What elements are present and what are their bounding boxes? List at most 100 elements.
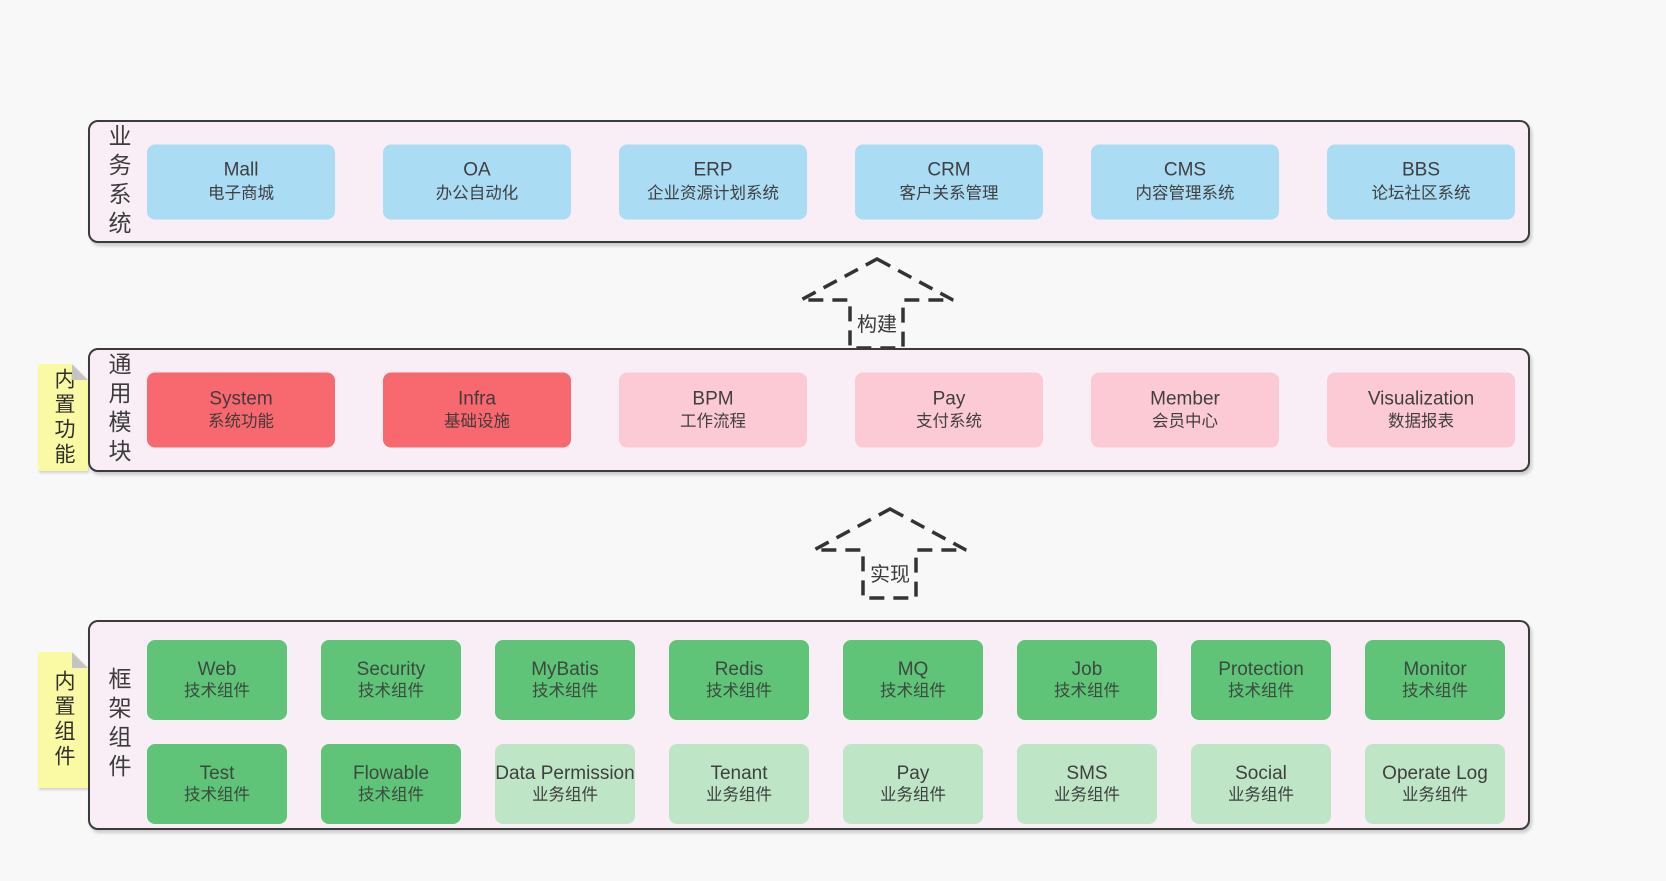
- module-name: Monitor: [1403, 658, 1467, 680]
- module-box: Security 技术组件: [321, 640, 461, 720]
- module-subtitle: 技术组件: [184, 785, 250, 804]
- sticky-note: 内置组件: [38, 652, 88, 788]
- module-name: OA: [463, 159, 491, 181]
- sticky-tab-built-in-features: 内置功能: [38, 364, 88, 471]
- module-name: BPM: [692, 388, 734, 410]
- module-name: Visualization: [1367, 388, 1475, 410]
- module-box: Flowable 技术组件: [321, 744, 461, 824]
- module-name: Mall: [223, 159, 259, 181]
- module-subtitle: 技术组件: [358, 785, 424, 804]
- arrow-label: 构建: [854, 308, 900, 337]
- module-subtitle: 技术组件: [532, 681, 598, 700]
- module-box: SMS 业务组件: [1017, 744, 1157, 824]
- framework-box-row-1: Web 技术组件 Security 技术组件 MyBatis 技术组件 Redi…: [147, 640, 1505, 720]
- folded-corner-icon: [72, 652, 88, 668]
- module-name: Redis: [714, 658, 764, 680]
- module-name: CRM: [927, 159, 971, 181]
- module-subtitle: 业务组件: [880, 785, 946, 804]
- module-subtitle: 业务组件: [1228, 785, 1294, 804]
- module-name: Flowable: [352, 762, 430, 784]
- module-name: Tenant: [710, 762, 768, 784]
- module-box: Redis 技术组件: [669, 640, 809, 720]
- module-name: CMS: [1163, 159, 1207, 181]
- sticky-tab-built-in-components: 内置组件: [38, 652, 88, 788]
- module-box: Monitor 技术组件: [1365, 640, 1505, 720]
- module-name: System: [209, 388, 273, 410]
- arrow-build: 构建: [797, 256, 957, 352]
- module-name: Job: [1071, 658, 1103, 680]
- module-box: Social 业务组件: [1191, 744, 1331, 824]
- module-box: CRM 客户关系管理: [855, 144, 1043, 219]
- module-box: Tenant 业务组件: [669, 744, 809, 824]
- module-box: Visualization 数据报表: [1327, 372, 1515, 448]
- module-subtitle: 数据报表: [1388, 412, 1454, 431]
- module-subtitle: 技术组件: [1402, 681, 1468, 700]
- module-subtitle: 技术组件: [358, 681, 424, 700]
- module-name: Protection: [1218, 658, 1304, 680]
- module-box: MQ 技术组件: [843, 640, 983, 720]
- module-subtitle: 技术组件: [706, 681, 772, 700]
- module-box: Protection 技术组件: [1191, 640, 1331, 720]
- module-box: Web 技术组件: [147, 640, 287, 720]
- module-subtitle: 电子商城: [208, 184, 274, 203]
- module-name: Data Permission: [495, 762, 635, 784]
- module-subtitle: 基础设施: [444, 412, 510, 431]
- module-name: Web: [197, 658, 237, 680]
- module-name: ERP: [693, 159, 733, 181]
- module-box: OA 办公自动化: [383, 144, 571, 219]
- module-name: Member: [1150, 388, 1220, 410]
- business-box-row: Mall 电子商城 OA 办公自动化 ERP 企业资源计划系统 CRM 客户关系…: [147, 144, 1515, 219]
- module-box: Data Permission 业务组件: [495, 744, 635, 824]
- layer-title: 业务系统: [105, 123, 131, 240]
- tab-label: 内置组件: [52, 670, 75, 770]
- sticky-note: 内置功能: [38, 364, 88, 471]
- module-subtitle: 会员中心: [1152, 412, 1218, 431]
- module-subtitle: 业务组件: [532, 785, 598, 804]
- module-box: ERP 企业资源计划系统: [619, 144, 807, 219]
- module-name: MyBatis: [531, 658, 599, 680]
- module-subtitle: 技术组件: [880, 681, 946, 700]
- module-name: Operate Log: [1382, 762, 1488, 784]
- module-box: Pay 业务组件: [843, 744, 983, 824]
- module-subtitle: 技术组件: [1228, 681, 1294, 700]
- module-box: CMS 内容管理系统: [1091, 144, 1279, 219]
- framework-box-row-2: Test 技术组件 Flowable 技术组件 Data Permission …: [147, 744, 1505, 824]
- module-box: Pay 支付系统: [855, 372, 1043, 448]
- module-subtitle: 业务组件: [706, 785, 772, 804]
- module-box: Job 技术组件: [1017, 640, 1157, 720]
- module-subtitle: 支付系统: [916, 412, 982, 431]
- module-name: SMS: [1066, 762, 1108, 784]
- module-box: Infra 基础设施: [383, 372, 571, 448]
- module-box: Member 会员中心: [1091, 372, 1279, 448]
- module-box: BPM 工作流程: [619, 372, 807, 448]
- dashed-up-arrow-icon: [813, 507, 967, 600]
- module-name: MQ: [897, 658, 929, 680]
- folded-corner-icon: [72, 364, 88, 380]
- layer-common-modules: 通用模块 System 系统功能 Infra 基础设施 BPM 工作流程 Pay…: [88, 348, 1530, 472]
- module-box: Operate Log 业务组件: [1365, 744, 1505, 824]
- layer-title: 通用模块: [105, 352, 131, 468]
- module-subtitle: 工作流程: [680, 412, 746, 431]
- module-name: Infra: [457, 388, 497, 410]
- layer-title: 框架组件: [105, 667, 131, 783]
- module-name: Pay: [932, 388, 966, 410]
- module-subtitle: 技术组件: [184, 681, 250, 700]
- module-name: BBS: [1401, 159, 1441, 181]
- layer-framework-components: 框架组件 Web 技术组件 Security 技术组件 MyBatis 技术组件…: [88, 620, 1530, 830]
- layer-business-systems: 业务系统 Mall 电子商城 OA 办公自动化 ERP 企业资源计划系统 CRM…: [88, 120, 1530, 243]
- module-box: BBS 论坛社区系统: [1327, 144, 1515, 219]
- module-subtitle: 内容管理系统: [1135, 184, 1235, 203]
- module-subtitle: 系统功能: [208, 412, 274, 431]
- dashed-up-arrow-icon: [800, 257, 954, 350]
- arrow-label: 实现: [867, 558, 913, 587]
- arrow-implement: 实现: [810, 506, 970, 602]
- module-subtitle: 办公自动化: [435, 184, 519, 203]
- module-box: MyBatis 技术组件: [495, 640, 635, 720]
- module-subtitle: 客户关系管理: [899, 184, 999, 203]
- module-name: Social: [1235, 762, 1287, 784]
- module-box: Test 技术组件: [147, 744, 287, 824]
- module-box: System 系统功能: [147, 372, 335, 448]
- module-subtitle: 论坛社区系统: [1371, 184, 1471, 203]
- module-subtitle: 业务组件: [1054, 785, 1120, 804]
